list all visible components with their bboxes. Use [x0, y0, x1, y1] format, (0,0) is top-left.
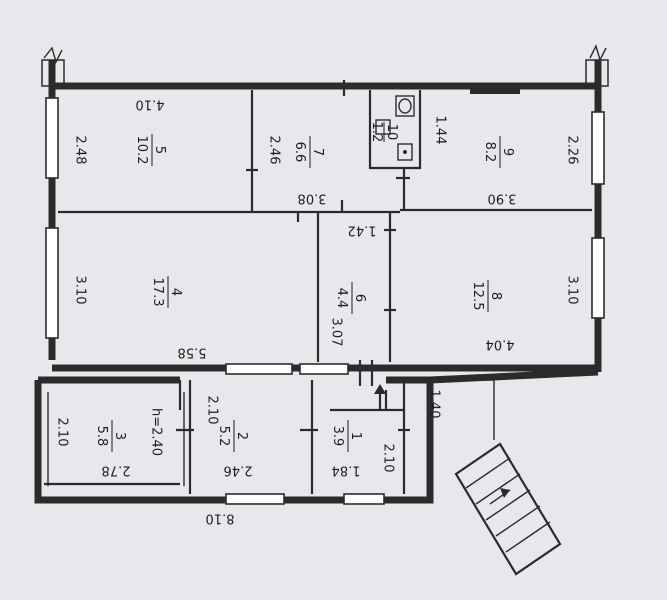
- room-number: 8: [488, 292, 503, 300]
- room-label-5: 510.2: [134, 134, 167, 166]
- dimension-label: 2.48: [73, 136, 88, 165]
- dimension-label: 4.04: [486, 337, 515, 352]
- dimension-label: 3.90: [488, 191, 517, 206]
- dimension-label: h=2.40: [149, 408, 164, 456]
- room-number: 2: [234, 432, 249, 440]
- room-number: 7: [310, 148, 325, 156]
- room-area: 10.2: [134, 136, 149, 165]
- windows: [45, 88, 605, 505]
- room-number: 6: [352, 294, 367, 302]
- dimension-label: 2.10: [381, 444, 396, 473]
- room-label-2: 25.2: [216, 420, 249, 452]
- room-area: 5.2: [216, 426, 231, 447]
- dimension-label: 2.46: [267, 136, 282, 165]
- room-area: 4.4: [334, 288, 349, 309]
- dimension-label: 3.10: [73, 276, 88, 305]
- toilet-fixture: [375, 95, 415, 161]
- wall-break-marks: [41, 44, 609, 87]
- room-label-1: 13.9: [330, 420, 363, 452]
- dimension-label: 3.08: [298, 191, 327, 206]
- room-label-4: 417.3: [150, 276, 183, 308]
- room-label-9: 98.2: [482, 136, 515, 168]
- room-number: 9: [500, 148, 515, 156]
- room-number: 1: [348, 432, 363, 440]
- room-area: 1.2: [369, 122, 384, 143]
- dimension-label: 5.58: [178, 345, 207, 360]
- room-label-3: 35.8: [94, 420, 127, 452]
- dimension-label: 1.40: [427, 390, 442, 419]
- room-label-10: 101.2: [369, 122, 399, 143]
- room-area: 6.6: [292, 142, 307, 163]
- exterior-stairs: [430, 379, 562, 576]
- room-label-6: 64.4: [334, 282, 367, 314]
- dimension-label: 8.10: [206, 511, 235, 526]
- dimension-label: 2.26: [565, 136, 580, 165]
- dimension-label: 1.84: [332, 463, 361, 478]
- dimension-label: 2.78: [102, 463, 131, 478]
- dimension-labels: 4.10 2.48 2.46 3.08 1.44 2.26 3.90 1.42 3.10 5.58…: [55, 97, 580, 526]
- door-marks: [176, 80, 410, 432]
- room-area: 12.5: [470, 282, 485, 311]
- dimension-label: 1.44: [433, 116, 448, 145]
- dimension-label: 3.07: [329, 318, 344, 347]
- room-area: 3.9: [330, 426, 345, 447]
- dimension-label: 2.10: [205, 396, 220, 425]
- room-labels: 510.2 76.6 101.2 98.2 417.3 64.4 812.5 35.8 25.2…: [94, 122, 515, 452]
- dimension-label: 2.46: [224, 463, 253, 478]
- room-number: 10: [384, 124, 399, 141]
- entrance-arrow: [374, 384, 386, 410]
- dimension-label: 2.10: [55, 418, 70, 447]
- room-area: 5.8: [94, 426, 109, 447]
- room-number: 5: [152, 146, 167, 154]
- room-number: 4: [168, 288, 183, 296]
- room-number: 3: [112, 432, 127, 440]
- room-label-7: 76.6: [292, 136, 325, 168]
- room-area: 17.3: [150, 278, 165, 307]
- dimension-label: 1.42: [348, 223, 377, 238]
- dimension-label: 4.10: [136, 97, 165, 112]
- room-area: 8.2: [482, 142, 497, 163]
- room-label-8: 812.5: [470, 280, 503, 312]
- inner-walls: [44, 90, 592, 494]
- dimension-label: 3.10: [565, 276, 580, 305]
